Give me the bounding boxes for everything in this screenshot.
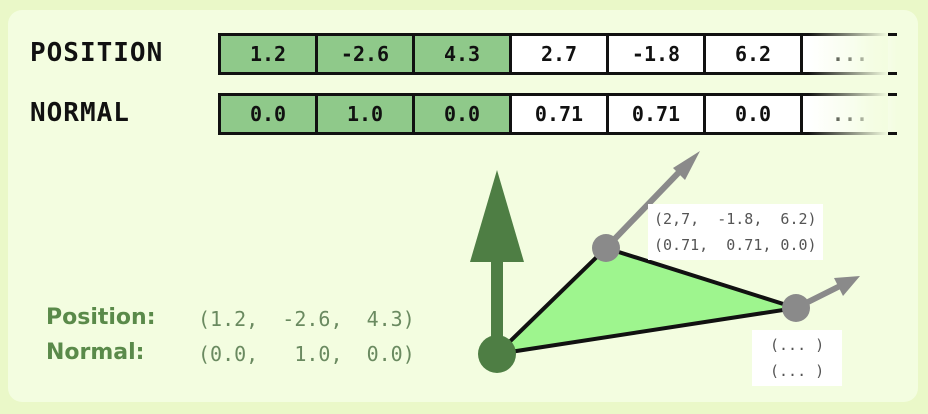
top-vertex	[592, 234, 620, 262]
top-vertex-normal-arrow-head	[673, 151, 700, 180]
position-cell: 4.3	[415, 36, 512, 72]
vertex-position-label: Position:	[46, 305, 156, 330]
right-vertex	[782, 294, 810, 322]
position-cell: 6.2	[706, 36, 803, 72]
vertex-position-value: (1.2, -2.6, 4.3)	[198, 307, 415, 331]
position-array-label: POSITION	[30, 38, 164, 68]
right-vertex-normal-text: (... )	[770, 362, 825, 380]
normal-cell: 0.71	[512, 96, 609, 132]
vertex-normal-label: Normal:	[46, 340, 145, 365]
top-vertex-note: (2,7, -1.8, 6.2) (0.71, 0.71, 0.0)	[648, 204, 823, 260]
right-vertex-normal-arrow-head	[834, 276, 860, 296]
normal-cell: 0.71	[609, 96, 706, 132]
top-vertex-position-text: (2,7, -1.8, 6.2)	[654, 210, 817, 228]
position-cell: 1.2	[221, 36, 318, 72]
normal-cell: 0.0	[706, 96, 803, 132]
normal-cell: 0.0	[415, 96, 512, 132]
normal-array: 0.0 1.0 0.0 0.71 0.71 0.0 ...	[218, 93, 897, 135]
position-cell: -2.6	[318, 36, 415, 72]
main-vertex	[478, 335, 516, 373]
position-cell: -1.8	[609, 36, 706, 72]
position-cell: 2.7	[512, 36, 609, 72]
normal-cell: 0.0	[221, 96, 318, 132]
triangle-face	[495, 246, 798, 356]
top-vertex-normal-arrow-shaft	[603, 164, 687, 251]
normal-array-label: NORMAL	[30, 98, 130, 128]
right-vertex-position-text: (... )	[770, 336, 825, 354]
main-normal-arrow-head	[470, 170, 524, 262]
vertex-normal-value: (0.0, 1.0, 0.0)	[198, 342, 415, 366]
right-vertex-note: (... ) (... )	[752, 330, 843, 386]
normal-cell: 1.0	[318, 96, 415, 132]
top-vertex-normal-text: (0.71, 0.71, 0.0)	[654, 236, 817, 254]
